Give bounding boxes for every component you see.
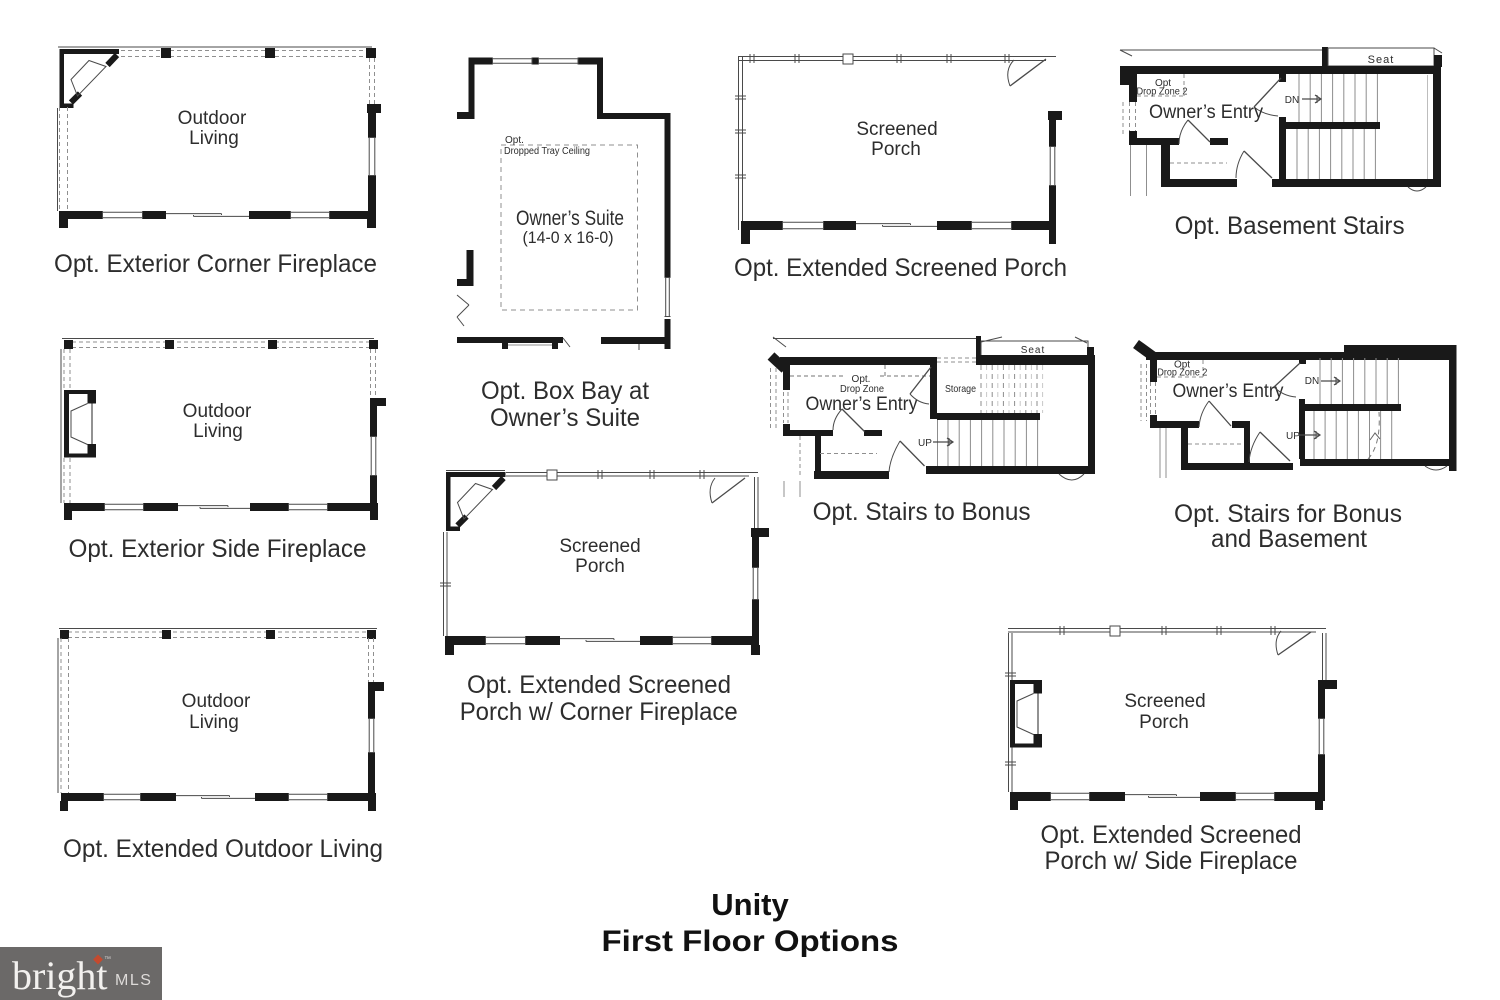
svg-text:Owner’s Suite: Owner’s Suite [516,207,624,230]
svg-text:Drop Zone 2: Drop Zone 2 [1137,87,1188,98]
svg-text:Opt: Opt [1155,78,1171,89]
svg-text:DN: DN [1305,376,1319,387]
svg-text:Opt. Extended Screened: Opt. Extended Screened [467,671,731,699]
svg-text:UP: UP [918,438,932,449]
svg-text:Seat: Seat [1021,345,1046,356]
svg-text:Screened: Screened [559,536,640,557]
svg-text:First Floor Options: First Floor Options [602,925,899,958]
svg-text:Opt.: Opt. [852,374,871,385]
svg-text:™: ™ [104,956,111,963]
svg-text:Porch w/ Corner Fireplace: Porch w/ Corner Fireplace [460,698,738,726]
svg-text:Living: Living [189,128,239,149]
svg-text:Outdoor: Outdoor [178,108,247,129]
svg-text:Drop Zone: Drop Zone [840,384,884,395]
svg-text:Opt. Extended Screened: Opt. Extended Screened [1041,821,1302,849]
svg-text:Storage: Storage [945,383,976,395]
svg-text:Dropped Tray Ceiling: Dropped Tray Ceiling [504,146,590,157]
svg-text:Opt: Opt [1174,360,1190,371]
svg-text:Opt. Box Bay at: Opt. Box Bay at [481,377,649,405]
svg-text:Porch: Porch [1139,712,1189,733]
svg-text:Living: Living [193,421,243,442]
svg-text:Owner’s Entry: Owner’s Entry [1149,102,1263,123]
svg-text:Opt. Exterior Corner Fireplace: Opt. Exterior Corner Fireplace [54,250,377,278]
svg-text:Opt.: Opt. [505,135,524,146]
svg-text:(14-0 x 16-0): (14-0 x 16-0) [523,228,614,247]
svg-text:Porch: Porch [871,139,921,160]
svg-text:and Basement: and Basement [1211,525,1367,553]
svg-text:Porch: Porch [575,556,625,577]
svg-text:Opt. Stairs for Bonus: Opt. Stairs for Bonus [1174,500,1402,528]
svg-text:Owner’s Suite: Owner’s Suite [490,404,640,432]
svg-text:Owner’s Entry: Owner’s Entry [1173,381,1284,402]
svg-text:UP: UP [1286,431,1300,442]
svg-text:Drop Zone 2: Drop Zone 2 [1157,368,1207,379]
svg-text:Unity: Unity [711,887,789,922]
svg-text:DN: DN [1285,95,1299,106]
svg-text:Seat: Seat [1368,54,1395,66]
svg-text:Opt. Stairs to Bonus: Opt. Stairs to Bonus [813,498,1031,526]
svg-text:Living: Living [189,712,239,733]
svg-text:Outdoor: Outdoor [183,401,252,422]
svg-text:Screened: Screened [856,119,937,140]
svg-text:MLS: MLS [115,972,152,989]
svg-text:Opt. Extended Outdoor Living: Opt. Extended Outdoor Living [63,835,383,863]
svg-text:Opt. Exterior Side Fireplace: Opt. Exterior Side Fireplace [69,535,367,563]
svg-text:Opt. Basement Stairs: Opt. Basement Stairs [1175,212,1405,240]
svg-text:bright: bright [12,953,108,998]
svg-text:Outdoor: Outdoor [182,691,251,712]
svg-text:Owner’s Entry: Owner’s Entry [806,394,918,415]
svg-text:Screened: Screened [1124,691,1205,712]
svg-text:Opt. Extended Screened Porch: Opt. Extended Screened Porch [734,254,1067,282]
svg-text:Porch w/ Side Fireplace: Porch w/ Side Fireplace [1045,847,1298,875]
